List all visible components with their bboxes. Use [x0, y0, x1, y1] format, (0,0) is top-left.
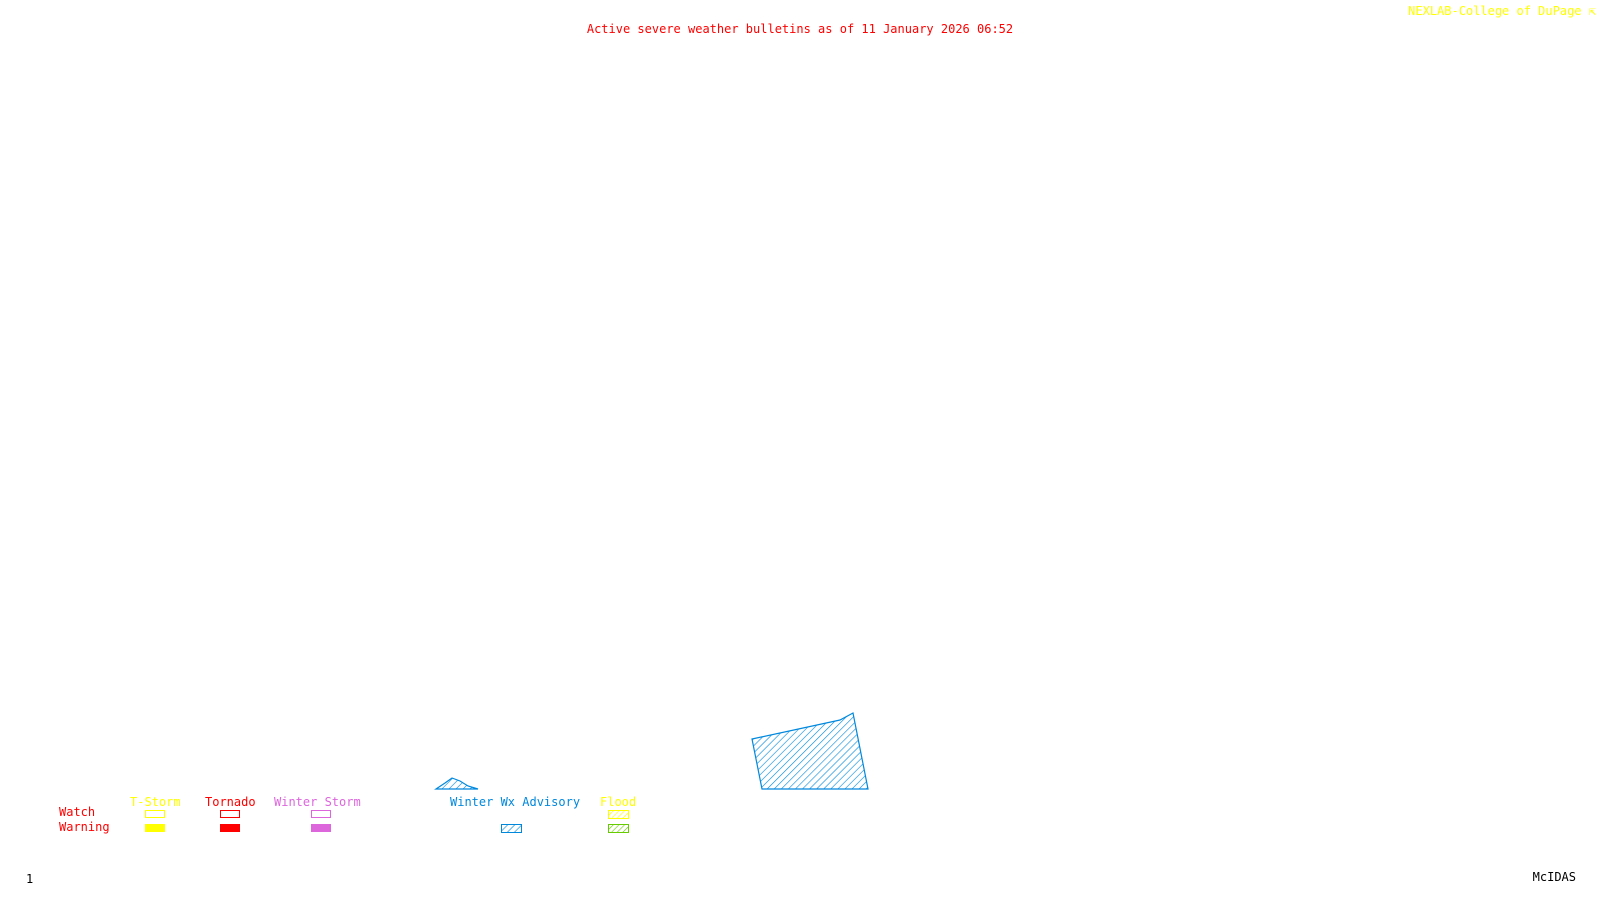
- legend-flood-warning-swatch: [608, 824, 629, 833]
- credit-label: NEXLAB-College of DuPage ⇱: [1408, 4, 1596, 18]
- legend-winter-storm-watch-swatch: [311, 810, 331, 818]
- legend-flood-label: Flood: [600, 795, 637, 809]
- legend-tornado-watch-swatch: [220, 810, 240, 818]
- page-title: Active severe weather bulletins as of 11…: [586, 22, 1014, 36]
- software-label: McIDAS: [1532, 870, 1576, 884]
- legend-tornado-warning-swatch: [220, 824, 240, 832]
- frame-number: 1: [26, 872, 34, 886]
- advisory-region-small[interactable]: [434, 777, 479, 790]
- legend-tstorm-watch-swatch: [145, 810, 165, 818]
- arrow-icon: ⇱: [1588, 4, 1596, 18]
- legend-flood-watch-swatch: [608, 810, 629, 819]
- legend-winter-advisory-swatch: [501, 824, 522, 833]
- legend-tstorm-label: T-Storm: [130, 795, 181, 809]
- credit-text: NEXLAB-College of DuPage: [1408, 4, 1582, 18]
- legend-winter-advisory-label: Winter Wx Advisory: [450, 795, 581, 809]
- advisory-region-large[interactable]: [751, 712, 869, 790]
- legend-winter-storm-label: Winter Storm: [274, 795, 361, 809]
- legend-winter-storm-warning-swatch: [311, 824, 331, 832]
- legend-watch-label: Watch: [59, 805, 96, 819]
- legend-tornado-label: Tornado: [205, 795, 256, 809]
- legend-tstorm-warning-swatch: [145, 824, 165, 832]
- legend-warning-label: Warning: [59, 820, 110, 834]
